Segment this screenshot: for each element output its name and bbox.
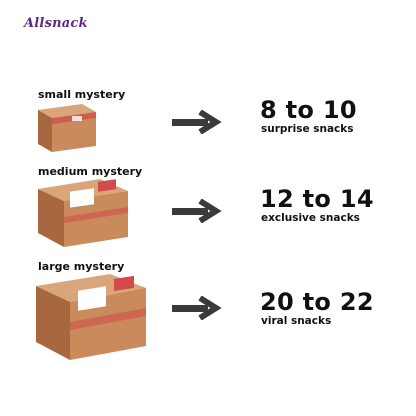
tier-large: large mystery 20 to 22 viral snacks	[0, 258, 416, 364]
tier-label: small mystery	[38, 88, 126, 101]
right-arrow-icon	[172, 110, 222, 134]
tier-small: small mystery 8 to 10 surprise snacks	[0, 86, 416, 156]
snack-description: viral snacks	[261, 315, 332, 327]
brand-logo[interactable]: Allsnack	[24, 16, 88, 31]
tier-label: large mystery	[38, 260, 125, 273]
snack-count: 12 to 14	[260, 185, 374, 213]
cardboard-box-icon	[32, 177, 137, 253]
cardboard-box-icon	[32, 272, 152, 366]
snack-description: exclusive snacks	[261, 212, 360, 224]
right-arrow-icon	[172, 199, 222, 223]
cardboard-box-icon	[32, 102, 102, 158]
tier-medium: medium mystery 12 to 14 exclusive snacks	[0, 163, 416, 253]
snack-count: 8 to 10	[260, 96, 357, 124]
snack-count: 20 to 22	[260, 288, 374, 316]
brand-logo-text: Allsnack	[24, 16, 88, 31]
tier-label: medium mystery	[38, 165, 143, 178]
right-arrow-icon	[172, 296, 222, 320]
snack-description: surprise snacks	[261, 123, 354, 135]
